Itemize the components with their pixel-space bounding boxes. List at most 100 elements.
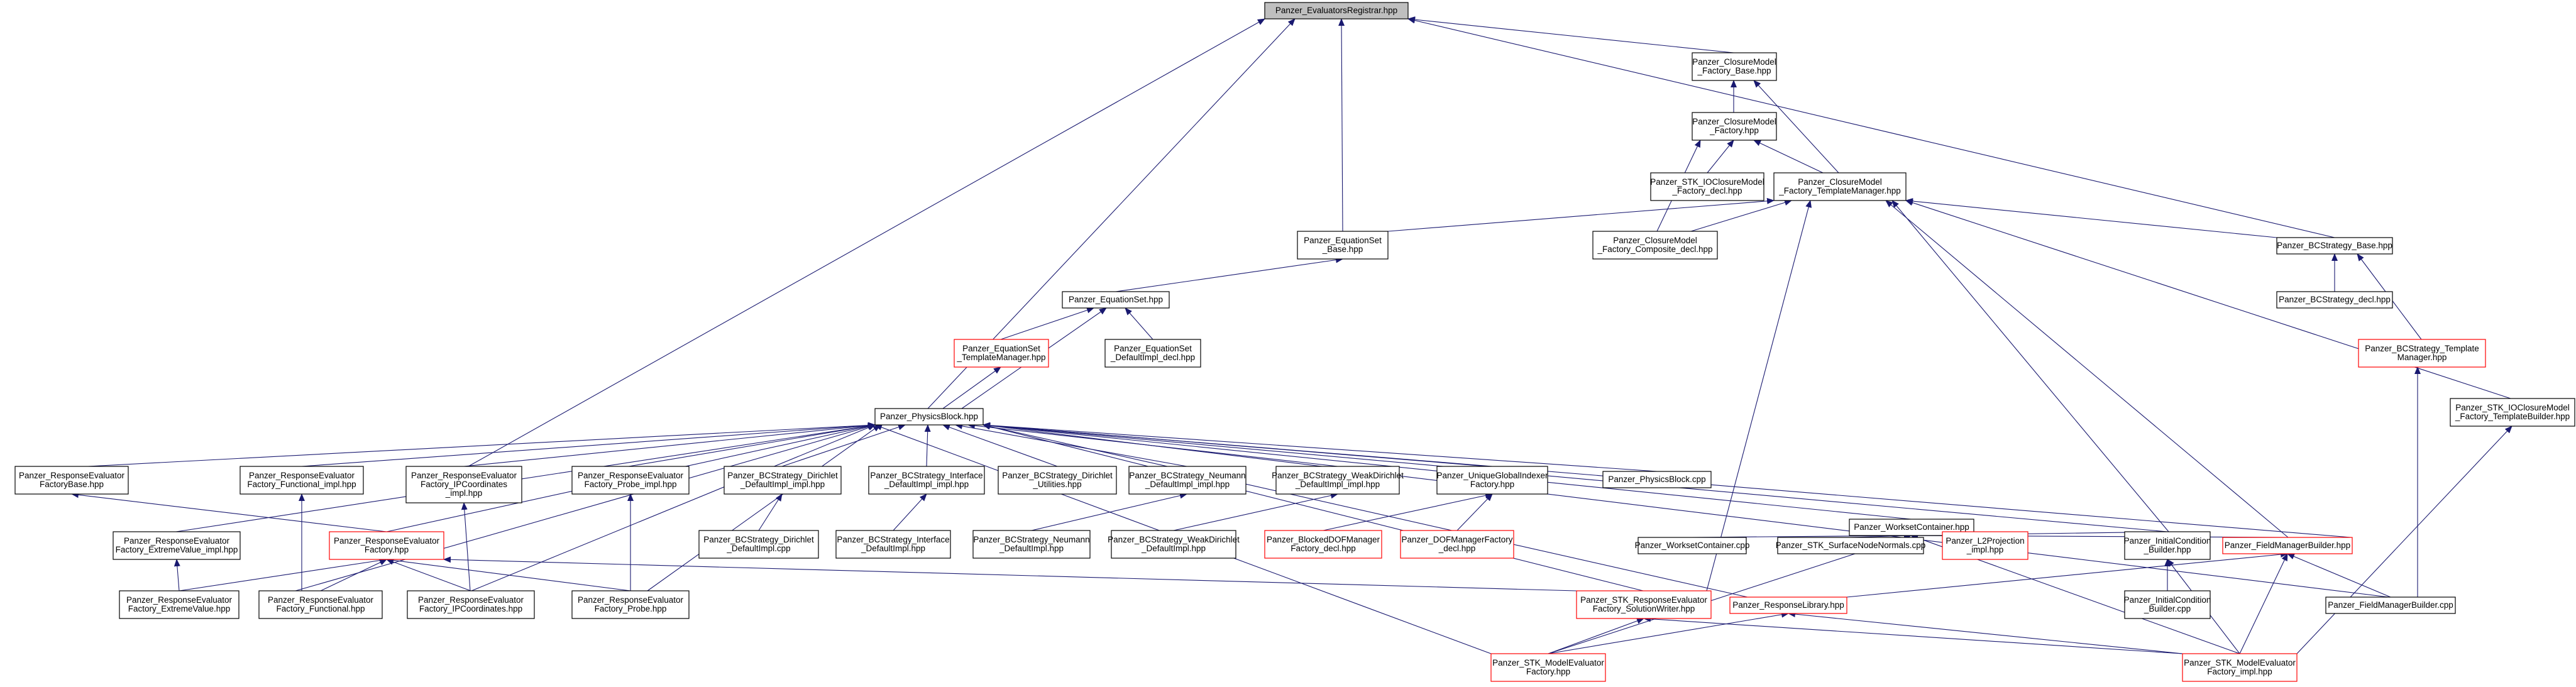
dependency-edge [175, 422, 876, 532]
graph-node-bcstm[interactable]: Panzer_BCStrategy_TemplateManager.hpp [2358, 339, 2486, 368]
graph-node-bcsddicpp[interactable]: Panzer_BCStrategy_Dirichlet_DefaultImpl.… [698, 530, 819, 559]
node-box [1128, 466, 1247, 495]
graph-node-rl[interactable]: Panzer_ResponseLibrary.hpp [1729, 596, 1847, 614]
node-label: _Base.hpp [1322, 245, 1363, 254]
graph-node-refipi[interactable]: Panzer_ResponseEvaluatorFactory_IPCoordi… [405, 466, 522, 503]
node-label: Panzer_STK_ModelEvaluator [1492, 658, 1604, 668]
node-label: Factory_decl.hpp [1291, 544, 1356, 553]
graph-node-stkiotb[interactable]: Panzer_STK_IOClosureModel_Factory_Templa… [2450, 398, 2575, 427]
graph-node-stkrefsw[interactable]: Panzer_STK_ResponseEvaluatorFactory_Solu… [1576, 590, 1712, 619]
node-label: Panzer_STK_IOClosureModel [1650, 177, 1764, 187]
node-label: _DefaultImpl_decl.hpp [1110, 353, 1195, 362]
graph-node-dofmf[interactable]: Panzer_DOFManagerFactory_decl.hpp [1400, 530, 1514, 559]
dependency-edge [983, 422, 1658, 472]
node-box [1576, 590, 1712, 619]
dependency-edge [87, 422, 876, 467]
node-box [998, 466, 1117, 495]
graph-node-reff[interactable]: Panzer_ResponseEvaluatorFactory_Function… [258, 590, 383, 619]
graph-node-cmftm[interactable]: Panzer_ClosureModel_Factory_TemplateMana… [1773, 172, 1907, 201]
node-box [2182, 653, 2298, 682]
node-label: Panzer_ResponseEvaluator [418, 595, 524, 605]
graph-node-esb[interactable]: Panzer_EquationSet_Base.hpp [1297, 231, 1389, 260]
node-box [868, 466, 985, 495]
node-label: Factory_Functional_impl.hpp [247, 480, 356, 489]
dependency-edge [468, 18, 1265, 467]
graph-node-pbcpp[interactable]: Panzer_PhysicsBlock.cpp [1602, 471, 1712, 488]
dependency-edge [893, 493, 927, 531]
graph-node-root[interactable]: Panzer_EvaluatorsRegistrar.hpp [1264, 2, 1409, 19]
graph-node-refi[interactable]: Panzer_ResponseEvaluatorFactory_Function… [239, 466, 364, 495]
node-box [874, 408, 984, 426]
node-box [1400, 530, 1514, 559]
node-label: Panzer_PhysicsBlock.hpp [880, 412, 978, 421]
node-box [239, 466, 364, 495]
node-label: Panzer_STK_ModelEvaluator [2184, 658, 2296, 668]
graph-node-fmb[interactable]: Panzer_FieldManagerBuilder.hpp [2222, 537, 2353, 554]
node-label: _Factory_TemplateBuilder.hpp [2455, 412, 2570, 421]
node-label: _DefaultImpl_impl.hpp [1145, 480, 1230, 489]
graph-node-bcsidih[interactable]: Panzer_BCStrategy_Interface_DefaultImpl.… [835, 530, 951, 559]
node-label: Panzer_EquationSet.hpp [1069, 295, 1163, 304]
graph-node-bcsd[interactable]: Panzer_BCStrategy_decl.hpp [2276, 291, 2393, 309]
graph-node-bcswdi[interactable]: Panzer_BCStrategy_WeakDirichlet_DefaultI… [1272, 466, 1404, 495]
graph-node-bcsndih[interactable]: Panzer_BCStrategy_Neumann_DefaultImpl.hp… [972, 530, 1091, 559]
graph-node-stkio[interactable]: Panzer_STK_IOClosureModel_Factory_decl.h… [1650, 172, 1764, 201]
graph-node-stksnn[interactable]: Panzer_STK_SurfaceNodeNormals.cpp [1776, 537, 1926, 554]
graph-node-esdid[interactable]: Panzer_EquationSet_DefaultImpl_decl.hpp [1104, 339, 1201, 368]
graph-node-es[interactable]: Panzer_EquationSet.hpp [1062, 291, 1170, 309]
dependency-edge [1753, 140, 1824, 173]
graph-node-icbcpp[interactable]: Panzer_InitialCondition_Builder.cpp [2124, 590, 2211, 619]
graph-node-refev[interactable]: Panzer_ResponseEvaluatorFactory_ExtremeV… [119, 590, 239, 619]
node-label: Panzer_EquationSet [1114, 344, 1192, 353]
node-label: _DefaultImpl.hpp [999, 544, 1064, 553]
node-label: _DefaultImpl_impl.hpp [740, 480, 825, 489]
node-label: Panzer_WorksetContainer.hpp [1854, 522, 1969, 532]
node-label: Panzer_ResponseEvaluator [334, 536, 440, 546]
graph-node-cmf[interactable]: Panzer_ClosureModel_Factory.hpp [1692, 112, 1777, 141]
graph-node-estm[interactable]: Panzer_EquationSet_TemplateManager.hpp [954, 339, 1049, 368]
graph-node-bcsdu[interactable]: Panzer_BCStrategy_Dirichlet_Utilities.hp… [998, 466, 1117, 495]
dependency-edge [173, 559, 180, 591]
graph-node-refp[interactable]: Panzer_ResponseEvaluatorFactory_Probe.hp… [571, 590, 690, 619]
graph-node-cmfb[interactable]: Panzer_ClosureModel_Factory_Base.hpp [1692, 52, 1777, 81]
graph-node-pb[interactable]: Panzer_PhysicsBlock.hpp [874, 408, 984, 426]
node-box [2358, 339, 2486, 368]
graph-node-wccpp[interactable]: Panzer_WorksetContainer.cpp [1635, 537, 1750, 554]
graph-node-bcsb[interactable]: Panzer_BCStrategy_Base.hpp [2276, 237, 2393, 255]
node-box [835, 530, 951, 559]
node-box [1777, 537, 1924, 554]
graph-node-icb[interactable]: Panzer_InitialCondition_Builder.hpp [2124, 531, 2211, 560]
node-box [405, 466, 522, 503]
graph-node-refpi[interactable]: Panzer_ResponseEvaluatorFactory_Probe_im… [571, 466, 690, 495]
node-label: Panzer_ClosureModel [1798, 177, 1882, 187]
graph-node-bcsddi[interactable]: Panzer_BCStrategy_Dirichlet_DefaultImpl_… [724, 466, 842, 495]
dependency-edge [1548, 618, 1644, 654]
node-box [1297, 231, 1389, 260]
node-label: Panzer_PhysicsBlock.cpp [1608, 475, 1705, 484]
dependency-edge [386, 559, 471, 591]
node-label: Panzer_L2Projection [1946, 536, 2024, 546]
node-box [571, 466, 690, 495]
graph-node-bcsidi[interactable]: Panzer_BCStrategy_Interface_DefaultImpl_… [868, 466, 985, 495]
node-label: Panzer_DOFManagerFactory [1401, 535, 1512, 544]
graph-node-bcswdih[interactable]: Panzer_BCStrategy_WeakDirichlet_DefaultI… [1108, 530, 1240, 559]
node-box [2450, 398, 2575, 427]
graph-node-refevi[interactable]: Panzer_ResponseEvaluatorFactory_ExtremeV… [113, 531, 241, 560]
graph-node-refip[interactable]: Panzer_ResponseEvaluatorFactory_IPCoordi… [407, 590, 535, 619]
graph-node-l2p[interactable]: Panzer_L2Projection_impl.hpp [1942, 531, 2028, 560]
graph-node-cmfcd[interactable]: Panzer_ClosureModel_Factory_Composite_de… [1592, 231, 1718, 260]
node-box [119, 590, 239, 619]
node-box [407, 590, 535, 619]
graph-node-bcsndi[interactable]: Panzer_BCStrategy_Neumann_DefaultImpl_im… [1128, 466, 1247, 495]
graph-node-fmbcpp[interactable]: Panzer_FieldManagerBuilder.cpp [2325, 596, 2456, 614]
node-label: Panzer_EquationSet [962, 344, 1040, 353]
dependency-edge [1905, 199, 2511, 399]
dependency-edge [2239, 553, 2288, 654]
node-box [1942, 531, 2028, 560]
graph-node-stkmefi[interactable]: Panzer_STK_ModelEvaluatorFactory_impl.hp… [2182, 653, 2298, 682]
